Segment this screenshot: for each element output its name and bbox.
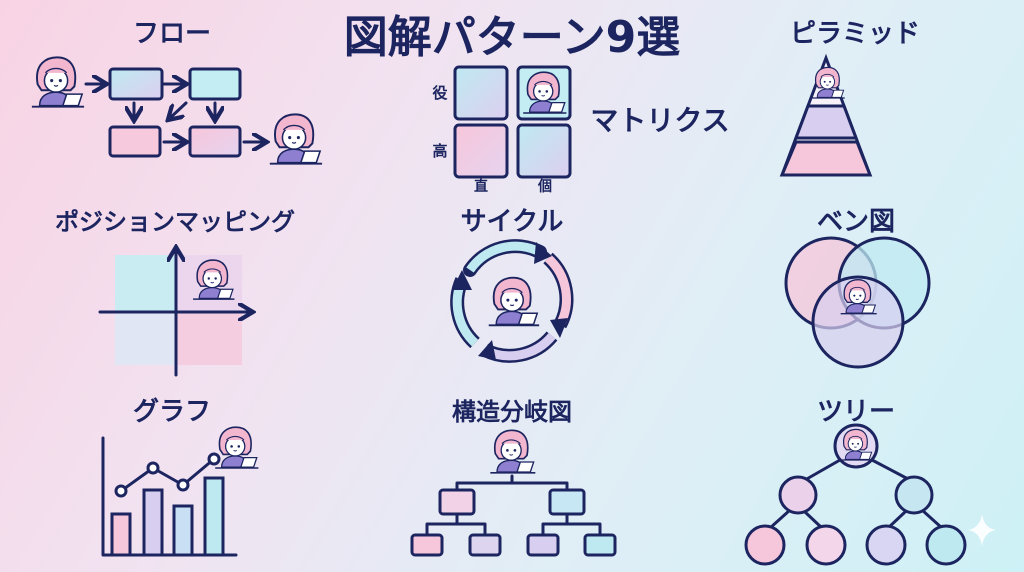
flow-box	[188, 67, 242, 101]
flow-box	[108, 67, 164, 101]
person-icon	[214, 426, 260, 469]
person-icon	[489, 429, 537, 474]
graph-bar	[110, 512, 132, 557]
branch-title: 構造分岐図	[452, 398, 572, 426]
pyramid-layer	[793, 104, 859, 140]
graph-line	[119, 457, 216, 493]
matrix-row-label: 役	[432, 84, 447, 102]
flow-box	[188, 125, 242, 158]
matrix-col-label: 個	[537, 178, 552, 195]
matrix-cell	[516, 123, 572, 179]
flow-title: フロー	[133, 19, 211, 49]
branch-leaf	[583, 533, 617, 557]
branch-leaf	[410, 533, 444, 557]
tree-leaf	[744, 524, 786, 566]
tree-leaf	[925, 524, 967, 566]
tree-node	[778, 475, 818, 515]
pyramid-diagram: ピラミッド	[779, 19, 920, 177]
tree-leaf	[805, 524, 847, 566]
matrix-col-label: 直	[474, 178, 488, 195]
branch-node	[548, 488, 586, 516]
position-map-title: ポジションマッピング	[55, 208, 295, 236]
person-icon	[487, 276, 541, 327]
tree-leaf	[865, 524, 907, 566]
cycle-title: サイクル	[461, 207, 564, 237]
branch-leaf	[468, 533, 502, 557]
cycle-arrow	[544, 254, 571, 328]
pyramid-layer	[779, 140, 873, 177]
venn-diagram: ベン図	[784, 207, 931, 369]
main-title: 図解パターン9選	[344, 12, 680, 63]
cycle-arrow	[466, 241, 543, 273]
tree-title: ツリー	[817, 397, 895, 427]
arrow-icon	[170, 101, 188, 118]
person-icon	[30, 56, 86, 108]
sparkle-icon	[968, 514, 996, 546]
venn-circle	[811, 275, 905, 369]
position-map-diagram: ポジションマッピング	[55, 208, 295, 377]
cycle-diagram: サイクル	[450, 207, 574, 363]
flow-box	[108, 125, 162, 158]
venn-title: ベン図	[817, 207, 895, 237]
branch-diagram: 構造分岐図	[410, 398, 617, 557]
graph-bar	[203, 476, 225, 557]
matrix-diagram: 役 高 直 個 マトリクス	[432, 65, 730, 195]
branch-leaf	[526, 533, 560, 557]
graph-bar	[142, 488, 164, 557]
tree-diagram: ツリー	[744, 397, 967, 566]
pyramid-title: ピラミッド	[790, 19, 920, 49]
matrix-cell	[453, 65, 509, 121]
person-icon	[268, 113, 324, 165]
tree-node	[894, 475, 934, 515]
matrix-cell	[453, 123, 509, 179]
graph-diagram: グラフ	[101, 397, 260, 557]
matrix-title: マトリクス	[590, 104, 729, 137]
matrix-row-label: 高	[432, 142, 447, 160]
branch-node	[438, 488, 476, 516]
graph-bar	[172, 504, 194, 557]
graph-title: グラフ	[133, 397, 211, 427]
flow-diagram: フロー	[30, 19, 324, 165]
